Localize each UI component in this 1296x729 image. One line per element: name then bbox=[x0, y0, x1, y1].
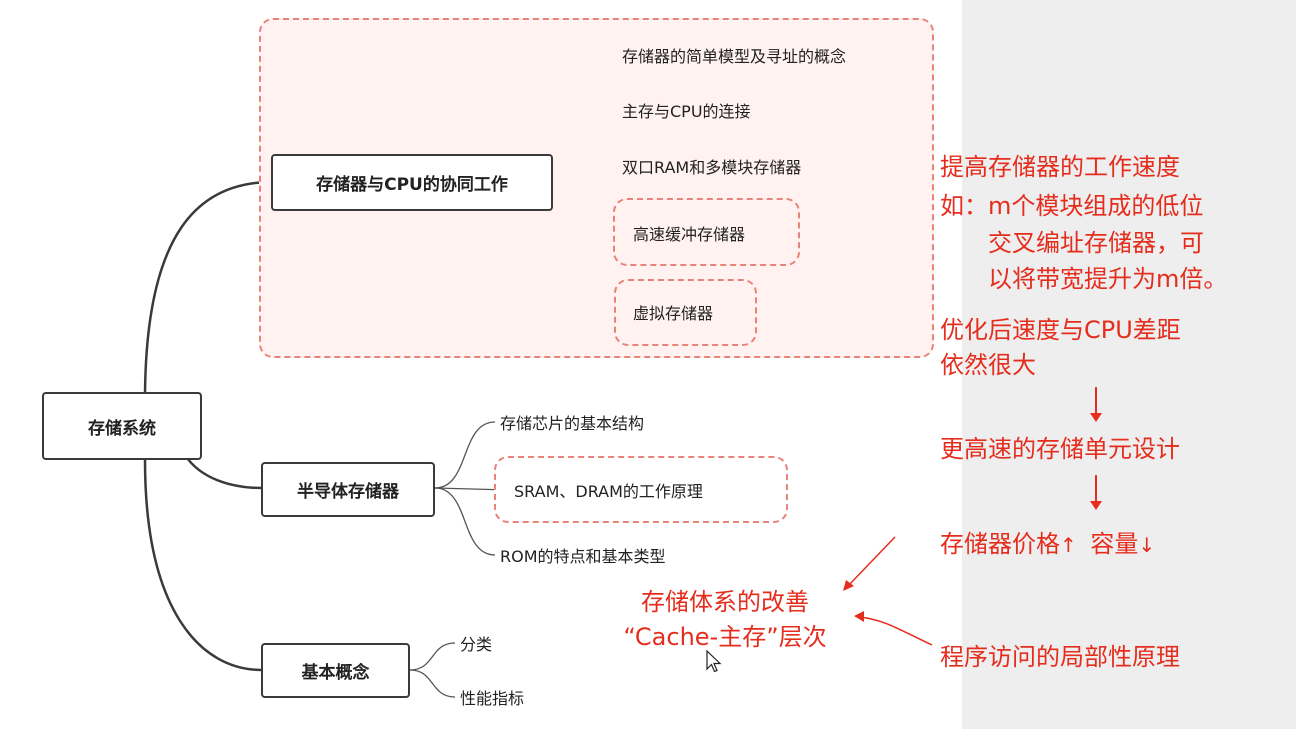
note-speed-line3: 以将带宽提升为m倍。 bbox=[988, 265, 1228, 293]
leaf-sram-dram[interactable]: SRAM、DRAM的工作原理 bbox=[514, 482, 703, 501]
mouse-cursor-icon bbox=[706, 650, 722, 673]
leaf-main-memory-cpu[interactable]: 主存与CPU的连接 bbox=[622, 102, 751, 121]
root-connectors bbox=[143, 180, 273, 672]
note-price-capacity: 存储器价格↑ 容量↓ bbox=[940, 527, 1155, 563]
note-capacity: 容量 bbox=[1090, 530, 1139, 558]
background-strip bbox=[962, 0, 1296, 729]
note-hierarchy-line1: 存储体系的改善 bbox=[641, 588, 809, 616]
leaf-performance-metrics[interactable]: 性能指标 bbox=[460, 689, 525, 708]
sram-dram-highlight bbox=[494, 456, 788, 523]
note-hierarchy-line2: “Cache-主存”层次 bbox=[623, 623, 827, 651]
note-gap-line2: 依然很大 bbox=[940, 351, 1036, 379]
leaf-dual-port-ram[interactable]: 双口RAM和多模块存储器 bbox=[622, 158, 802, 177]
price-up-arrow: ↑ bbox=[1060, 533, 1077, 557]
leaf-simple-model[interactable]: 存储器的简单模型及寻址的概念 bbox=[622, 47, 847, 66]
note-hierarchy: 存储体系的改善 “Cache-主存”层次 bbox=[590, 585, 860, 655]
arrow-down-2 bbox=[1090, 475, 1102, 510]
note-speed-line1: 如：m个模块组成的低位 bbox=[940, 192, 1204, 220]
node-semiconductor-memory[interactable]: 半导体存储器 bbox=[261, 462, 435, 517]
leaf-cache[interactable]: 高速缓冲存储器 bbox=[633, 225, 746, 244]
capacity-down-arrow: ↓ bbox=[1138, 533, 1156, 557]
note-design: 更高速的存储单元设计 bbox=[940, 435, 1180, 463]
leaf-chip-structure[interactable]: 存储芯片的基本结构 bbox=[500, 414, 645, 433]
leaf-rom-types[interactable]: ROM的特点和基本类型 bbox=[500, 547, 666, 566]
leaf-classification[interactable]: 分类 bbox=[460, 635, 493, 654]
note-speed-line2: 交叉编址存储器，可 bbox=[988, 229, 1204, 257]
root-node[interactable]: 存储系统 bbox=[42, 392, 202, 460]
arrow-down-1 bbox=[1090, 387, 1102, 422]
node-cpu-cooperation[interactable]: 存储器与CPU的协同工作 bbox=[271, 154, 553, 211]
cache-highlight bbox=[613, 198, 800, 266]
note-speed-title: 提高存储器的工作速度 bbox=[940, 153, 1180, 181]
note-gap-line1: 优化后速度与CPU差距 bbox=[940, 316, 1181, 344]
red-arrows bbox=[843, 536, 933, 646]
note-locality: 程序访问的局部性原理 bbox=[940, 643, 1180, 671]
note-price: 存储器价格 bbox=[940, 530, 1060, 558]
virtual-memory-highlight bbox=[614, 279, 757, 346]
leaf-virtual-memory[interactable]: 虚拟存储器 bbox=[633, 304, 714, 323]
node-basic-concepts[interactable]: 基本概念 bbox=[261, 643, 410, 698]
